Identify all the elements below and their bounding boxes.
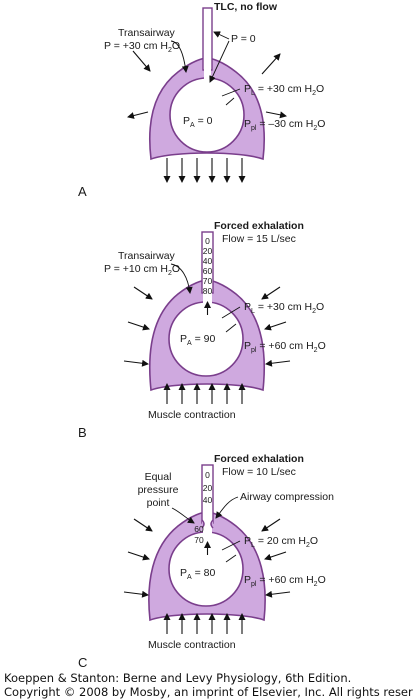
panel-b-scale-tick: 20 [203,246,213,256]
panel-a-p-zero-pointer [213,31,230,40]
panel-a: TLC, no flow Transairway P = +30 cm H2O … [78,1,325,199]
panel-c-pl-pointer [221,540,241,551]
panel-c-title: Forced exhalation [214,453,304,465]
panel-c-equal-pressure-pointer [171,507,195,524]
panel-c-scale-tick: 70 [194,535,204,545]
panel-b-scale-tick: 60 [203,266,213,276]
panel-c-arrow-in [133,518,153,532]
credit-line-1: Koeppen & Stanton: Berne and Levy Physio… [4,671,351,685]
panel-c-flow: Flow = 10 L/sec [222,466,296,478]
panel-c-airway-compression-pointer [215,496,239,519]
panel-a-transairway-pointer [170,40,189,73]
panel-b-flow: Flow = 15 L/sec [222,233,296,245]
panel-a-pl-bracket [225,97,235,106]
panel-c-ppl-label: Ppl = +60 cm H2O [244,574,326,588]
panel-a-letter: A [78,184,87,199]
panel-b-transairway-pointer [170,263,193,294]
panel-b-arrow-in [123,359,149,367]
panel-c-compression-left [201,519,205,529]
panel-b-pl-bracket [225,323,237,333]
panel-b-pl-label: PL = +30 cm H2O [244,301,324,315]
panel-b-transairway-value: P = +10 cm H2O [104,263,180,277]
panel-b-scale-tick: 80 [203,286,213,296]
panel-b-arrow-in [261,286,281,300]
panel-a-transairway-label: Transairway [118,27,176,39]
panel-b-pl-pointer [221,306,241,319]
panel-b-ppl-label: Ppl = +60 cm H2O [244,340,326,354]
panel-c-scale-tick: 20 [203,483,213,493]
panel-b-scale-tick: 0 [205,236,210,246]
panel-a-pa-label: PA = 0 [183,115,213,129]
panel-a-title: TLC, no flow [214,1,278,13]
panel-b-transairway-label: Transairway [118,250,176,262]
panel-b-letter: B [78,425,87,440]
panel-c-pressure-scale: 0 20 40 60 70 [194,470,212,545]
panel-b-title: Forced exhalation [214,220,304,232]
panel-c-arrow-in [127,551,150,561]
panel-b: Forced exhalation Flow = 15 L/sec 0 20 4… [78,220,326,440]
panel-c-equal-label: Equal [145,471,172,483]
panel-c-pressure-label: pressure [138,484,179,496]
panel-b-arrow-in [265,359,291,367]
panel-c-muscle-label: Muscle contraction [148,639,236,651]
panel-c-scale-tick: 0 [205,470,210,480]
panel-b-arrow-in [133,286,153,300]
panel-a-p-zero: P = 0 [231,33,256,45]
panel-c-arrow-in [123,590,149,598]
panel-c-arrow-in [265,590,291,598]
panel-c-pl-label: PL = 20 cm H2O [244,535,318,549]
panel-a-arrow-out [265,111,287,119]
panel-c-letter: C [78,655,87,670]
panel-c-arrow-in [261,518,281,532]
panel-a-pl-label: PL = +30 cm H2O [244,83,324,97]
panel-c-scale-tick: 40 [203,495,213,505]
panel-a-arrow-out [132,50,151,72]
panel-a-airway [202,7,213,71]
panel-a-ppl-label: Ppl = –30 cm H2O [244,118,325,132]
panel-b-muscle-label: Muscle contraction [148,409,236,421]
panel-c-airway-compression: Airway compression [240,491,334,503]
panel-a-arrow-out [127,111,149,119]
panel-c-pl-bracket [225,554,237,563]
panel-b-scale-tick: 70 [203,276,213,286]
panel-c-point-label: point [147,497,170,509]
credit-line-2: Copyright © 2008 by Mosby, an imprint of… [4,685,413,699]
panel-a-transairway-value: P = +30 cm H2O [104,40,180,54]
panel-b-arrow-in [264,321,287,331]
panel-c-arrow-in [264,551,287,561]
panel-c: Forced exhalation Flow = 10 L/sec 0 20 4… [78,453,334,670]
panel-a-p-zero-pointer [209,40,230,83]
panel-b-scale-tick: 40 [203,256,213,266]
panel-b-pressure-scale: 0 20 40 60 70 80 [203,236,213,296]
panel-c-pa-label: PA = 80 [180,567,215,581]
panel-c-scale-tick: 60 [194,524,204,534]
panel-b-arrow-in [127,321,150,331]
panel-a-pl-pointer [221,88,241,97]
panel-a-arrow-out [261,53,281,75]
panel-b-pa-label: PA = 90 [180,333,215,347]
panel-c-compression-right [210,519,214,529]
